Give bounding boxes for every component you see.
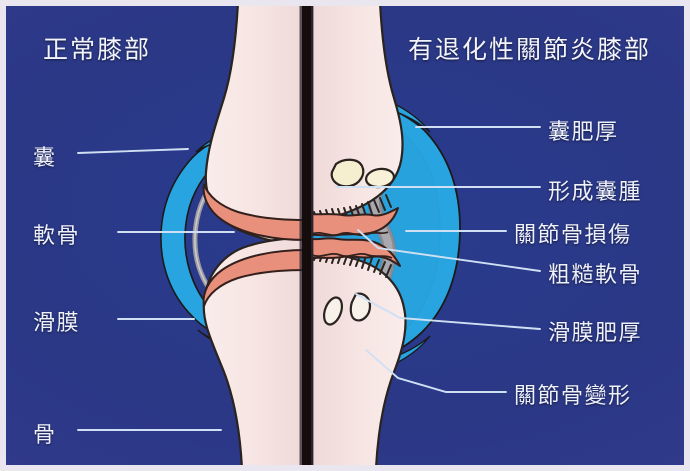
illustration-panel: 正常膝部 有退化性關節炎膝部 囊 軟骨 滑膜 骨 囊肥厚 形成囊腫 關節骨損傷 … [6,6,684,465]
oa-tibial-cartilage-wave [311,252,393,259]
normal-tibial-cartilage [202,248,306,307]
normal-femur-bone [204,6,306,246]
label-cyst-formation: 形成囊腫 [548,180,643,205]
center-divider-shadow-left [299,6,302,465]
leader-line-rough-cartilage [357,229,541,272]
oa-femoral-cartilage-wave [311,231,389,237]
center-divider-bar [302,6,311,465]
leader-lines [77,126,541,431]
normal-knee-group [160,6,306,465]
oa-tibial-cartilage-rough [311,237,401,267]
osteoarthritic-knee-group [311,6,461,465]
label-cartilage: 軟骨 [33,224,81,249]
label-bone: 骨 [33,423,57,448]
oa-bone-cyst-tibia-a [322,296,344,326]
leader-line-bursa [77,148,189,154]
center-divider-shadow-right [311,6,314,465]
label-joint-bone-damage: 關節骨損傷 [514,223,632,248]
normal-femoral-cartilage [202,183,306,242]
label-capsule-thickening: 囊肥厚 [548,120,619,145]
panel-title-normal: 正常膝部 [43,35,152,64]
leader-line-joint-bone-deform [365,349,507,393]
label-joint-bone-deform: 關節骨變形 [514,384,632,409]
label-bursa: 囊 [33,146,57,171]
label-rough-cartilage: 粗糙軟骨 [548,263,643,288]
leader-line-synovium-thick [355,293,541,330]
label-synovium-thickening: 滑膜肥厚 [548,321,643,346]
label-synovium: 滑膜 [33,311,81,336]
text-layer: 正常膝部 有退化性關節炎膝部 囊 軟骨 滑膜 骨 囊肥厚 形成囊腫 關節骨損傷 … [6,6,684,465]
panel-title-osteoarthritic: 有退化性關節炎膝部 [408,35,652,64]
oa-bone-cyst-tibia-b [349,292,372,322]
knee-anatomy-artwork [77,6,541,465]
oa-bone-cyst-femur-large [330,158,365,188]
